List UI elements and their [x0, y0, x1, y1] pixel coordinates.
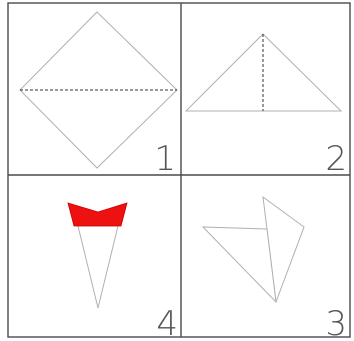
step-4-panel: 4: [67, 202, 178, 341]
outer-border: [7, 2, 351, 338]
step-3-panel: 3: [201, 195, 347, 341]
step-2-panel: 2: [184, 33, 347, 179]
step-number-1: 1: [154, 139, 176, 179]
red-top-shape: [67, 202, 128, 227]
step-number-3: 3: [325, 304, 347, 341]
folded-flap-left: [201, 226, 277, 304]
square-paper-shape: [19, 11, 178, 169]
panel-grid: [7, 2, 351, 338]
step-number-2: 2: [325, 139, 347, 179]
cone-body-shape: [77, 225, 119, 309]
step-1-panel: 1: [19, 11, 178, 179]
step-number-4: 4: [156, 304, 178, 341]
